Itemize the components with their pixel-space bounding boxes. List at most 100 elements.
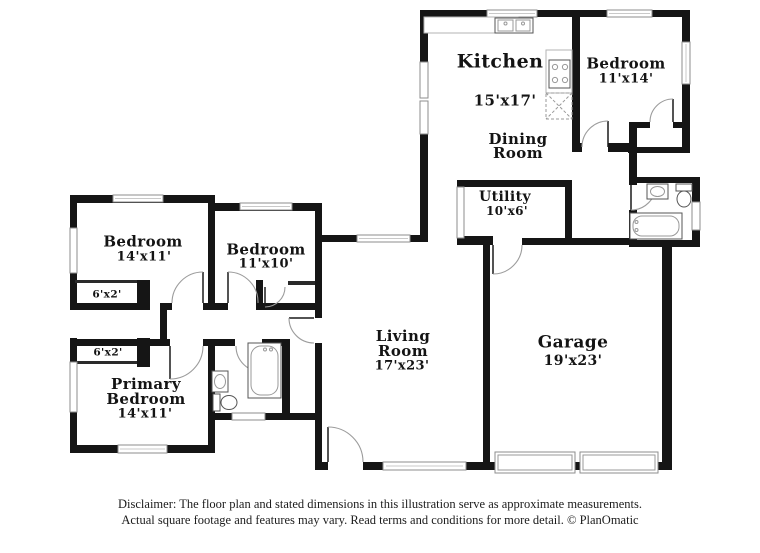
wall xyxy=(466,462,490,470)
wall xyxy=(363,462,383,470)
wall xyxy=(315,203,322,318)
door-swing-arc xyxy=(327,426,364,463)
sink-basin xyxy=(497,19,514,32)
wall xyxy=(629,177,700,183)
wall xyxy=(629,240,700,247)
tub-faucet xyxy=(634,228,639,232)
room-label-bedroom-top-right: Bedroom xyxy=(586,54,666,73)
room-dims-living-room: 17'x23' xyxy=(374,358,430,374)
garage-door xyxy=(579,451,659,474)
door-front-entry xyxy=(327,426,364,463)
wall xyxy=(322,235,357,242)
wall xyxy=(282,346,290,413)
room-label-living-room: Living Room xyxy=(375,327,431,360)
window xyxy=(419,61,429,99)
window xyxy=(69,361,78,413)
garage-door-panel xyxy=(497,454,573,471)
room-label-primary-bedroom: Primary Bedroom xyxy=(106,375,186,408)
door-closet-bedroom-top-right xyxy=(649,98,674,123)
garage-door-panel xyxy=(582,454,656,471)
wall xyxy=(572,143,582,152)
room-label-bedroom-left: Bedroom xyxy=(103,232,183,251)
wall xyxy=(203,303,228,310)
wall xyxy=(208,195,215,310)
pantry-cross xyxy=(545,92,573,120)
wall xyxy=(608,143,637,152)
toilet-icon xyxy=(676,190,692,208)
closet-wall xyxy=(75,280,137,283)
stove-icon xyxy=(548,59,571,89)
window xyxy=(691,201,701,231)
wall xyxy=(662,240,672,470)
room-dims-primary-bedroom: 14'x11' xyxy=(117,406,173,422)
door-swing-arc xyxy=(227,271,259,304)
room-dims-utility: 10'x6' xyxy=(486,203,528,218)
wall xyxy=(315,462,328,470)
room-dims-garage: 19'x23' xyxy=(543,352,603,369)
burner xyxy=(561,76,569,84)
burner xyxy=(561,63,569,71)
tub-faucet xyxy=(263,347,267,352)
wall xyxy=(673,122,688,128)
door-swing-arc xyxy=(581,120,609,148)
wall xyxy=(137,280,150,310)
door-swing-arc xyxy=(169,345,204,380)
disclaimer-line2: Actual square footage and features may v… xyxy=(121,513,639,527)
wall xyxy=(420,10,690,17)
wall xyxy=(629,153,637,185)
garage-door xyxy=(494,451,576,474)
wall xyxy=(629,122,637,153)
sink-drain xyxy=(521,21,525,26)
door-bedroom-middle xyxy=(227,271,259,304)
door-primary-bedroom xyxy=(169,345,204,380)
door-bedroom-top-right xyxy=(581,120,609,148)
disclaimer: Disclaimer: The floor plan and stated di… xyxy=(0,496,760,528)
wall xyxy=(637,122,650,128)
tub-faucet xyxy=(269,347,273,352)
door-swing-arc xyxy=(264,286,286,308)
tub-faucet xyxy=(634,220,639,224)
sink-bowl xyxy=(214,374,226,389)
wall xyxy=(208,420,215,453)
burner xyxy=(551,76,559,84)
closet-wall xyxy=(288,281,315,285)
room-label-garage: Garage xyxy=(537,332,609,353)
room-dims-closet-upper: 6'x2' xyxy=(92,288,122,301)
doors-layer xyxy=(169,98,674,463)
wall xyxy=(628,147,688,153)
door-closet-bedroom-middle xyxy=(264,286,286,308)
toilet-icon xyxy=(220,395,238,410)
burner xyxy=(551,63,559,71)
window xyxy=(231,412,266,421)
bathtub-basin xyxy=(250,345,279,396)
wall xyxy=(420,10,428,62)
sink-drain xyxy=(503,21,508,26)
bifold-door xyxy=(456,186,465,239)
pantry-box xyxy=(545,92,573,120)
wall xyxy=(203,339,235,346)
sink-bowl xyxy=(650,186,665,197)
wall xyxy=(522,238,629,245)
wall xyxy=(410,235,428,242)
door-bedroom-left xyxy=(171,271,204,304)
wall xyxy=(565,183,572,245)
bathtub-icon xyxy=(247,342,282,399)
wall xyxy=(70,303,150,310)
room-label-bedroom-middle: Bedroom xyxy=(226,240,306,259)
door-swing-arc xyxy=(171,271,204,304)
door-swing-arc xyxy=(288,317,315,344)
disclaimer-line1: Disclaimer: The floor plan and stated di… xyxy=(118,497,642,511)
windows-layer xyxy=(69,9,701,471)
door-utility-garage xyxy=(492,244,523,275)
room-label-utility: Utility xyxy=(478,188,532,205)
wall xyxy=(315,343,322,463)
closet-wall xyxy=(77,361,137,364)
wall xyxy=(256,280,263,310)
room-label-dining-room: Dining Room xyxy=(488,130,548,162)
room-dims-closet-lower: 6'x2' xyxy=(93,346,123,359)
toilet-tank xyxy=(212,393,221,412)
wall xyxy=(483,242,490,470)
wall xyxy=(457,236,493,245)
